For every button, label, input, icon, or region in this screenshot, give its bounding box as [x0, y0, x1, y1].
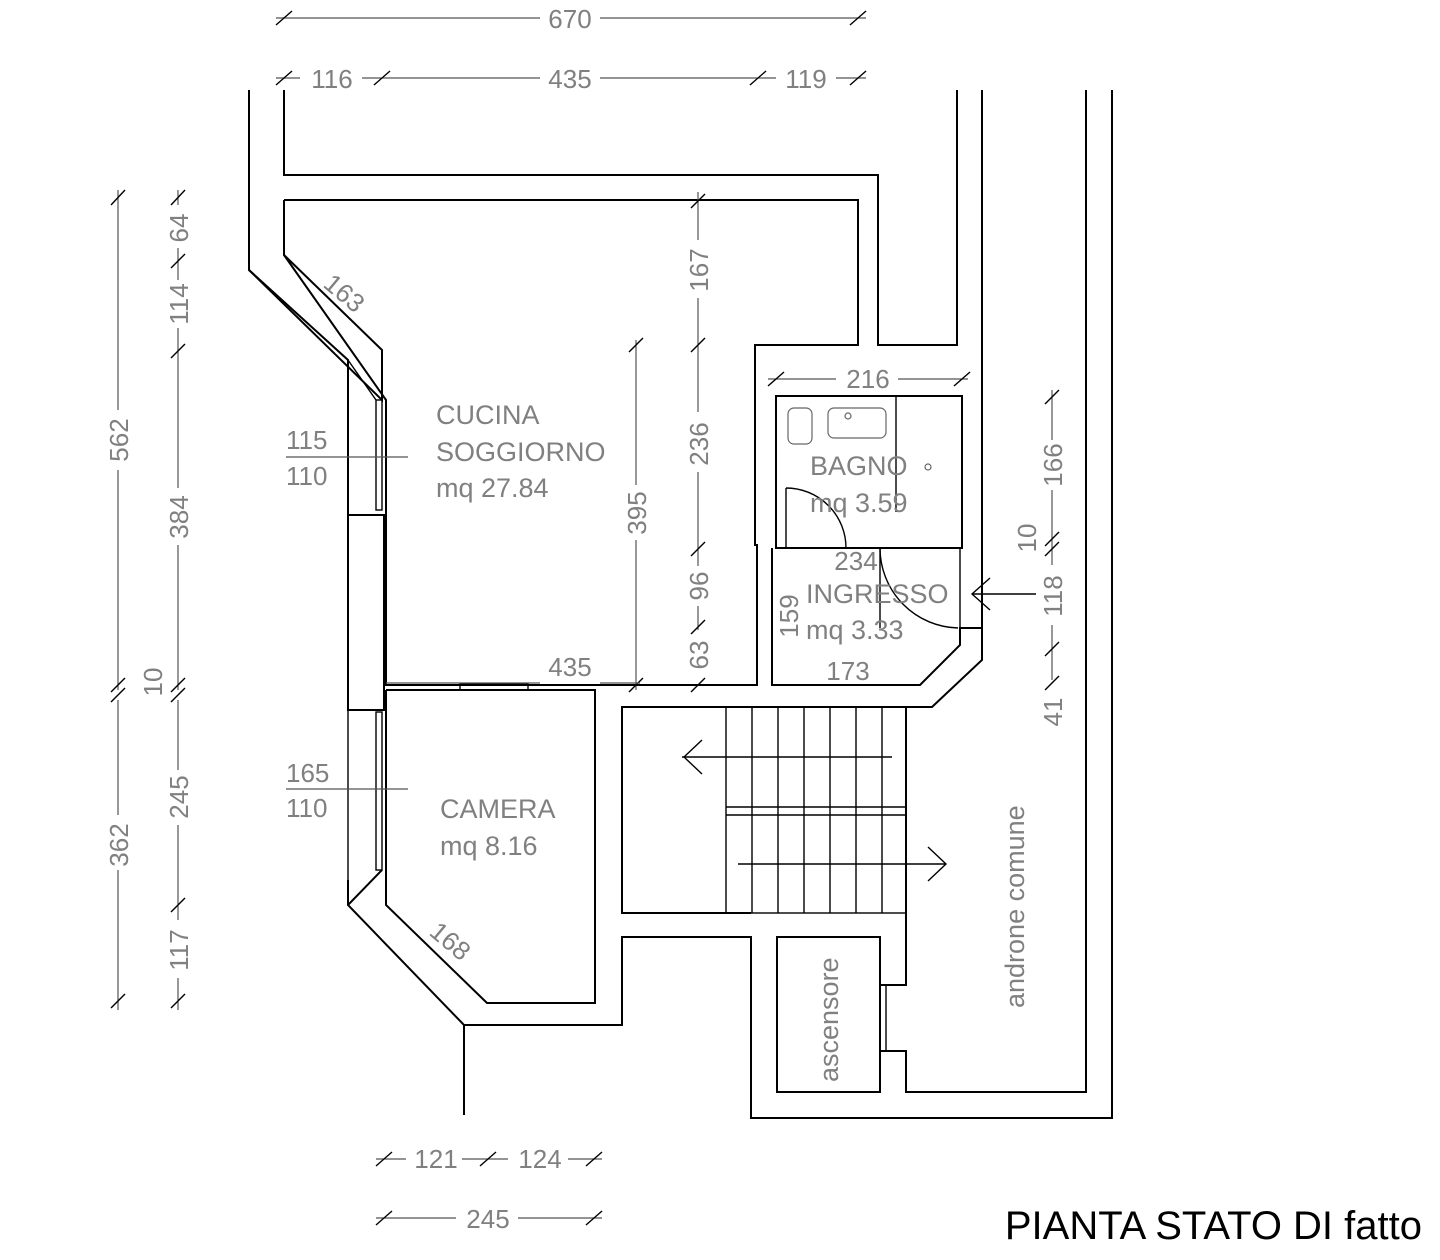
dim-left-inner-3: 384	[164, 495, 194, 538]
dim-left-outer-top: 562	[104, 418, 134, 461]
kitchen-area: mq 27.84	[436, 473, 549, 503]
dim-ingresso-bottom: 173	[826, 656, 869, 686]
dim-far-right-2: 118	[1038, 575, 1068, 616]
sliding-door	[459, 683, 529, 691]
dim-kitchen-width: 435	[548, 652, 591, 682]
dim-right-col-2: 236	[684, 422, 714, 465]
dim-bottom-2: 124	[518, 1144, 561, 1174]
toilet-icon	[787, 407, 813, 445]
dim-window-camera-h: 165	[286, 758, 329, 788]
stair-up-arrow-icon	[682, 739, 703, 775]
staircase	[621, 706, 948, 914]
dim-left-inner-2: 114	[164, 283, 194, 324]
dim-left-inner-5: 117	[164, 929, 194, 970]
dim-left-outer-bottom: 362	[104, 823, 134, 866]
dim-bottom-total: 245	[466, 1204, 509, 1234]
dim-top-right: 119	[785, 64, 826, 94]
dim-right-col-4: 63	[684, 641, 714, 670]
dim-far-right-3: 41	[1038, 698, 1068, 727]
dim-window-camera-w: 110	[286, 793, 327, 823]
dim-diag-kitchen: 163	[318, 268, 371, 319]
camera-window-frame	[375, 711, 383, 871]
bathroom-area: mq 3.59	[810, 488, 908, 518]
dim-diag-camera: 168	[424, 916, 477, 967]
kitchen-window-frame	[375, 399, 383, 511]
sink-icon	[827, 407, 887, 439]
dim-left-gap: 10	[138, 668, 168, 697]
dim-kitchen-depth: 395	[622, 491, 652, 534]
dim-far-right-gap: 10	[1012, 524, 1042, 553]
outer-wall-upper-left	[248, 90, 349, 515]
bathroom-label: BAGNO	[810, 451, 908, 481]
dim-bottom-1: 121	[414, 1144, 457, 1174]
kitchen-diagonal-wall	[248, 254, 383, 403]
dim-window-kitchen-w: 110	[286, 461, 327, 491]
walls	[248, 90, 1113, 1119]
dim-bath-width: 216	[846, 364, 889, 394]
dim-top-left: 116	[311, 64, 352, 94]
wall-pier	[347, 514, 385, 711]
entry-door-swing	[879, 547, 959, 629]
dim-ingresso-width: 234	[834, 546, 877, 576]
dim-right-col-3: 96	[684, 572, 714, 601]
dim-top-total: 670	[548, 4, 591, 34]
kitchen-label-2: SOGGIORNO	[436, 437, 606, 467]
androne-label: androne comune	[1000, 805, 1030, 1008]
kitchen-label-1: CUCINA	[436, 400, 540, 430]
camera-area: mq 8.16	[440, 831, 538, 861]
dim-left-inner-1: 64	[164, 214, 194, 243]
dim-window-kitchen-h: 115	[286, 425, 327, 455]
drawing-title: PIANTA STATO DI fatto	[1004, 1204, 1422, 1248]
ingresso-label: INGRESSO	[806, 579, 949, 609]
dim-top-mid: 435	[548, 64, 591, 94]
stair-down-arrow-icon	[927, 846, 948, 882]
camera-label: CAMERA	[440, 794, 556, 824]
camera-outer-wall	[347, 90, 1113, 1119]
dimension-lines	[110, 10, 1060, 1226]
elevator-label: ascensore	[814, 957, 844, 1082]
dim-left-inner-4: 245	[164, 775, 194, 818]
outer-wall-top	[283, 90, 958, 346]
kitchen-inner-wall	[283, 199, 859, 686]
dim-far-right-1: 166	[1038, 443, 1068, 486]
ingresso-area: mq 3.33	[806, 615, 904, 645]
bathroom-wall	[775, 395, 963, 549]
dim-ingresso-depth: 159	[774, 594, 804, 637]
dim-right-col-1: 167	[684, 248, 714, 291]
